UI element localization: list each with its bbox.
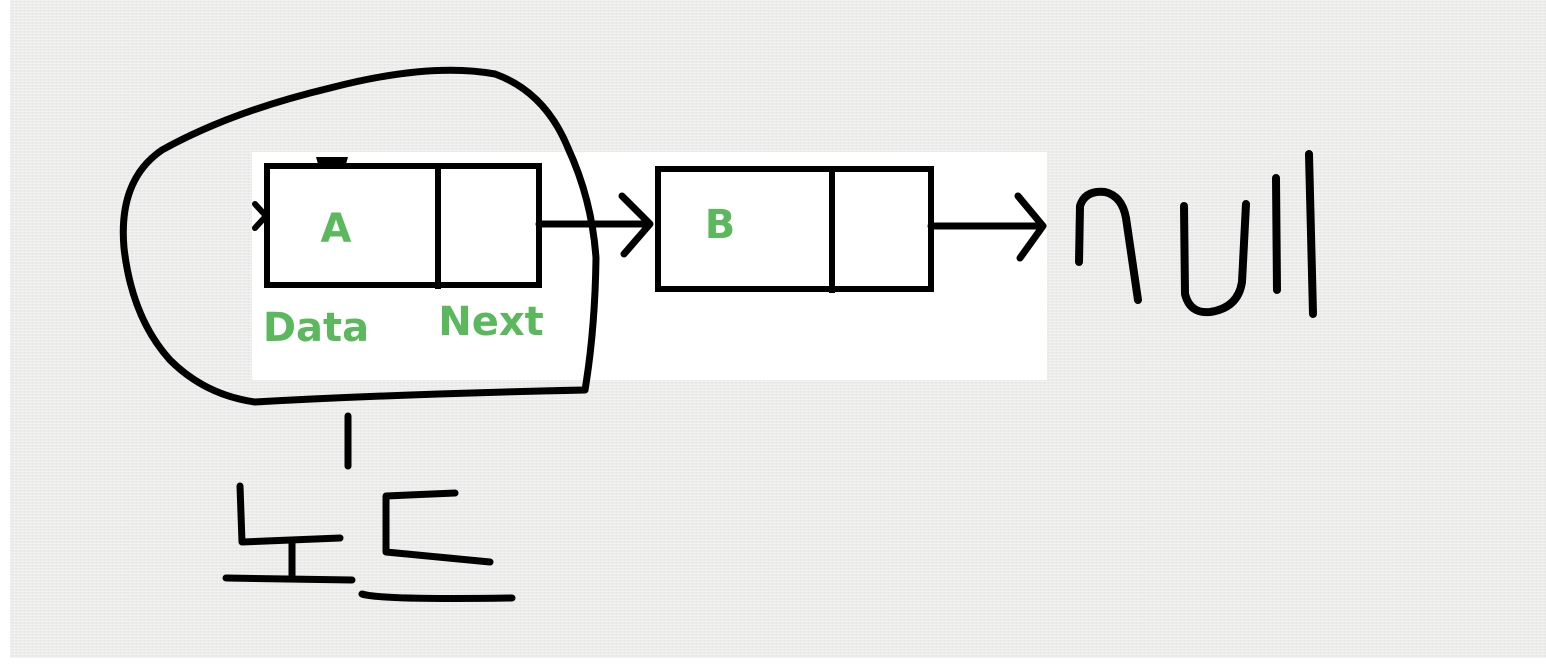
null-letter-l1	[1272, 174, 1281, 294]
caption-deu-base	[358, 590, 516, 602]
null-letter-n	[1075, 187, 1142, 304]
null-letter-u	[1180, 200, 1250, 317]
incoming-arrow-head	[252, 201, 271, 231]
node-b-data-label: B	[705, 202, 736, 248]
node-a-data-label: A	[321, 206, 352, 252]
highlight-panel	[252, 152, 1047, 380]
null-terminal: null	[1075, 150, 1317, 318]
node-caption-text: 노드	[370, 558, 372, 561]
caption-no-upper	[236, 482, 344, 546]
node-a-tick	[316, 157, 348, 164]
node-highlight-circle	[119, 66, 600, 406]
null-letter-l2	[1305, 150, 1317, 318]
data-field-label: Data	[263, 305, 369, 351]
arrow-b-to-null	[927, 192, 1047, 262]
node-caption: 노드	[222, 482, 516, 602]
caption-no-base	[222, 574, 356, 584]
caption-deu-upper	[382, 489, 494, 566]
next-field-label: Next	[438, 299, 544, 345]
